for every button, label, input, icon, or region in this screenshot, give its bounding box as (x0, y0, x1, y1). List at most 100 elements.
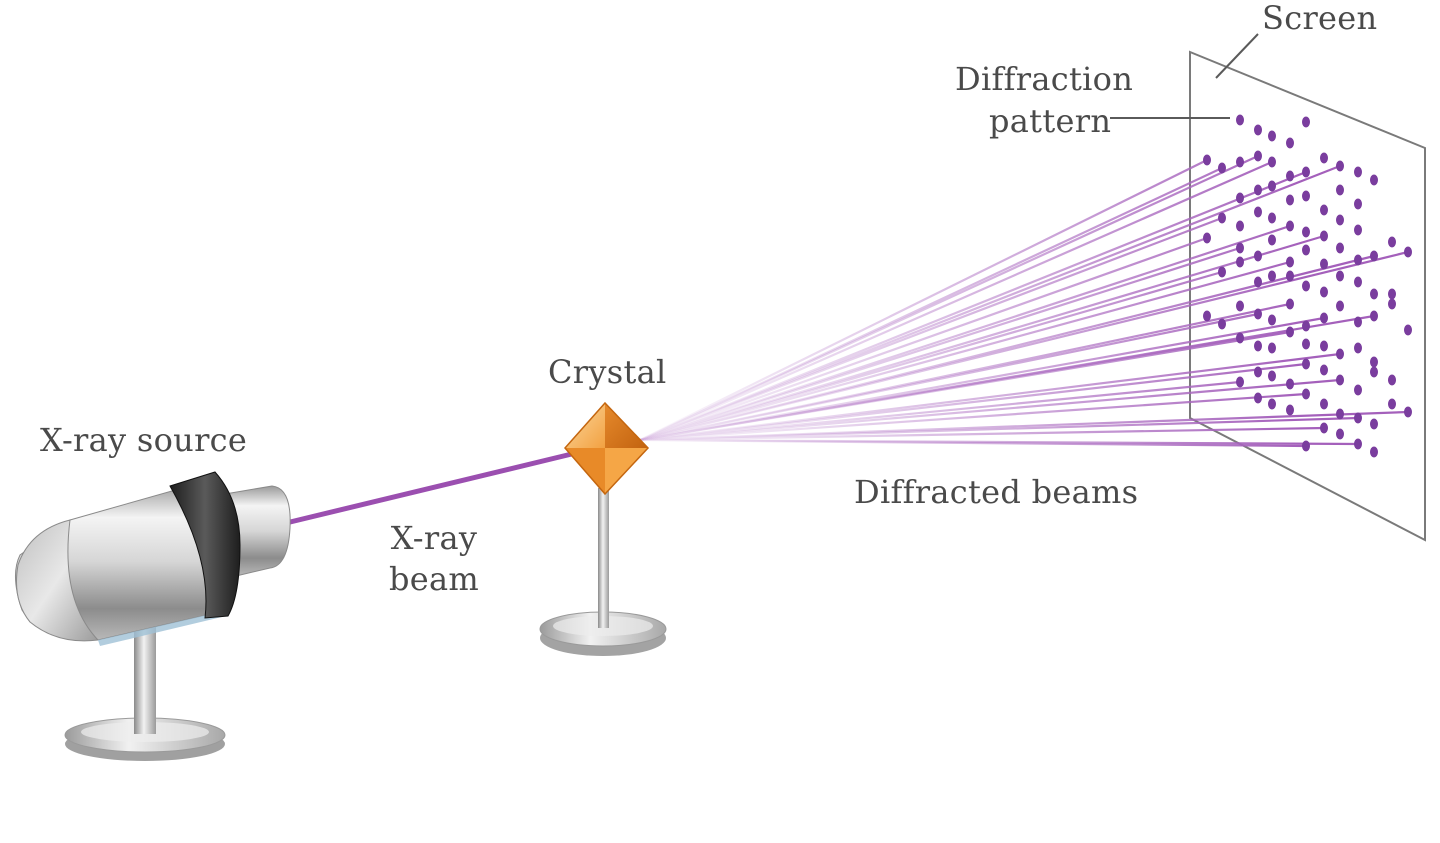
diffraction-spot (1236, 220, 1244, 232)
diffracted-beam (639, 438, 1359, 446)
diffraction-spot (1388, 236, 1396, 248)
diffracted-beam (639, 224, 1291, 442)
diffracted-beam (639, 362, 1307, 442)
diffraction-spot (1336, 184, 1344, 196)
crystal-label: Crystal (548, 353, 667, 391)
diffraction-spot (1302, 166, 1310, 178)
diffraction-spot (1268, 342, 1276, 354)
diffracted-beam (639, 302, 1291, 442)
diffraction-spot (1404, 246, 1412, 258)
diffraction-spot (1203, 232, 1211, 244)
xray-beam-label-line1: X-ray (390, 519, 478, 557)
diffraction-spot (1254, 340, 1262, 352)
diffracted-beam (639, 426, 1325, 442)
diffraction-spot (1268, 234, 1276, 246)
diffraction-spot (1320, 286, 1328, 298)
diffraction-spot (1302, 388, 1310, 400)
diffracted-beam (639, 170, 1307, 442)
xray-source-icon (15, 471, 291, 761)
crystal-stand (539, 488, 667, 656)
diffraction-spot (1286, 270, 1294, 282)
diffraction-spot (1354, 276, 1362, 288)
diffraction-spot (1286, 137, 1294, 149)
screen-label: Screen (1262, 0, 1378, 37)
diffraction-spot (1286, 220, 1294, 232)
diffraction-spot (1370, 250, 1378, 262)
diffraction-spot (1203, 310, 1211, 322)
diffraction-spot (1302, 116, 1310, 128)
diffraction-spot (1218, 318, 1226, 330)
diffraction-spot (1354, 316, 1362, 328)
diffraction-spot (1203, 154, 1211, 166)
diffraction-spot (1370, 174, 1378, 186)
diffraction-spot (1336, 374, 1344, 386)
diffraction-spot (1336, 214, 1344, 226)
diffraction-spot (1354, 198, 1362, 210)
diffraction-spot (1336, 160, 1344, 172)
screen-leader-line (1215, 33, 1259, 79)
diffracted-beam (639, 378, 1341, 442)
diffraction-spot (1302, 338, 1310, 350)
diffraction-spot (1320, 152, 1328, 164)
diffraction-spot (1370, 446, 1378, 458)
diffraction-spot (1254, 276, 1262, 288)
diffracted-beam (639, 160, 1273, 442)
diffraction-spot (1336, 300, 1344, 312)
diffraction-spot (1302, 226, 1310, 238)
diffraction-spot (1354, 224, 1362, 236)
diffraction-spot (1218, 266, 1226, 278)
diffraction-spot (1370, 418, 1378, 430)
diffraction-spot (1320, 204, 1328, 216)
diffraction-spot (1388, 398, 1396, 410)
diffraction-spot (1336, 348, 1344, 360)
diffraction-spot (1236, 242, 1244, 254)
diffracted-beam (639, 159, 1208, 441)
diffraction-spot (1286, 170, 1294, 182)
diffraction-pattern-label-line2: pattern (989, 102, 1112, 140)
diffraction-spot (1370, 288, 1378, 300)
diffracted-beam (639, 392, 1307, 442)
diffraction-spot (1286, 298, 1294, 310)
diffraction-spot (1388, 288, 1396, 300)
diffraction-spot (1254, 150, 1262, 162)
diffraction-spot (1320, 422, 1328, 434)
diffraction-spot (1320, 398, 1328, 410)
diffracted-beam (639, 236, 1208, 442)
xray-source-label: X-ray source (40, 421, 248, 459)
diffraction-spot (1254, 392, 1262, 404)
diffraction-spot (1320, 364, 1328, 376)
diffraction-spot (1236, 192, 1244, 204)
diffraction-spot (1236, 256, 1244, 268)
diffraction-spot (1404, 324, 1412, 336)
diffraction-spot (1370, 356, 1378, 368)
diffraction-spot (1354, 166, 1362, 178)
diffraction-spot (1354, 412, 1362, 424)
diffraction-spot (1354, 438, 1362, 450)
diffraction-spot (1268, 314, 1276, 326)
diffraction-spot (1370, 310, 1378, 322)
diffraction-spot (1388, 298, 1396, 310)
diffraction-spot (1268, 180, 1276, 192)
diffracted-beam (639, 155, 1259, 441)
diffraction-spot (1218, 162, 1226, 174)
diffraction-pattern-label-line1: Diffraction (955, 60, 1134, 98)
diffraction-spot (1286, 194, 1294, 206)
diffraction-spot (1236, 156, 1244, 168)
diffraction-spot (1336, 242, 1344, 254)
diffraction-spot (1286, 378, 1294, 390)
diffraction-spot (1354, 254, 1362, 266)
diffraction-spot (1218, 212, 1226, 224)
diffracted-beams-label: Diffracted beams (854, 473, 1139, 511)
diffraction-spot (1236, 114, 1244, 126)
crystal-icon (564, 401, 650, 496)
diffraction-spot (1370, 366, 1378, 378)
diffraction-spot (1254, 250, 1262, 262)
diffraction-spot (1268, 398, 1276, 410)
xray-beam-label-line2: beam (388, 560, 480, 598)
diffraction-spot (1320, 258, 1328, 270)
xray-beam (283, 449, 583, 526)
diffraction-spot (1254, 206, 1262, 218)
diffraction-spot (1302, 358, 1310, 370)
diffraction-spot (1302, 244, 1310, 256)
